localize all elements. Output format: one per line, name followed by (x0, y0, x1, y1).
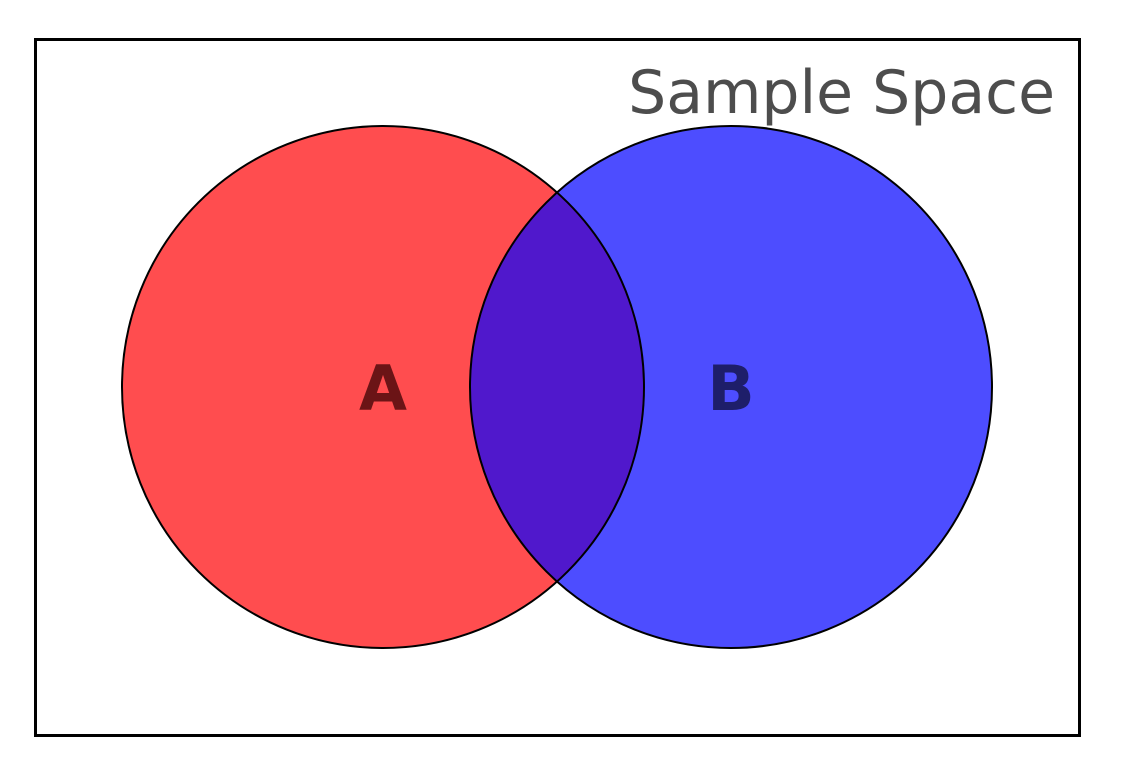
set-b-outline (469, 125, 993, 649)
sample-space-label: Sample Space (628, 58, 1055, 128)
set-a-label: A (359, 352, 407, 425)
set-b-label: B (707, 352, 754, 425)
intersection-region (470, 126, 644, 648)
sample-space-frame (34, 38, 1081, 737)
set-a-outline (121, 125, 645, 649)
